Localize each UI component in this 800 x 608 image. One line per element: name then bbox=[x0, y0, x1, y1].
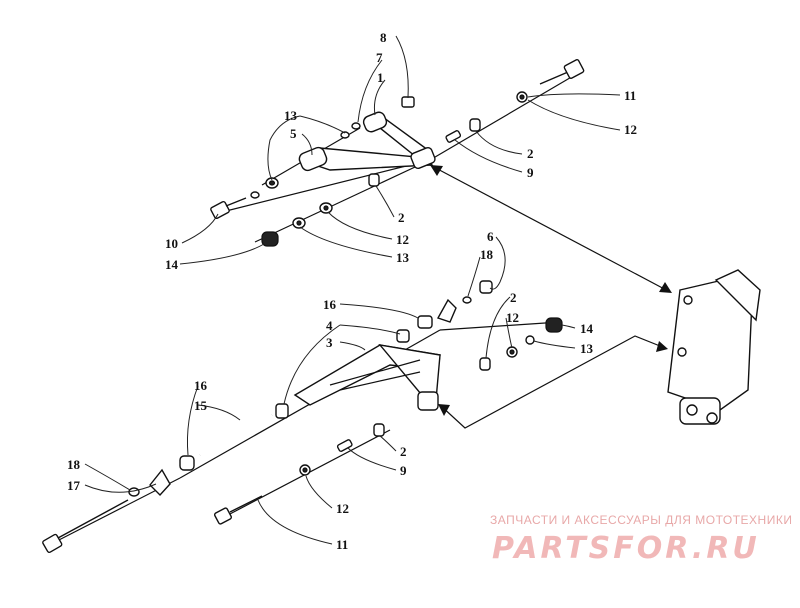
callout-10: 10 bbox=[165, 236, 178, 251]
callout-1: 1 bbox=[377, 70, 384, 85]
watermark: ЗАПЧАСТИ И АКСЕССУАРЫ ДЛЯ МОТОТЕХНИКИ PA… bbox=[490, 513, 792, 566]
callout-2-lower-right: 2 bbox=[510, 290, 517, 305]
callout-4: 4 bbox=[326, 318, 333, 333]
callout-5: 5 bbox=[290, 126, 297, 141]
callout-7: 7 bbox=[376, 50, 383, 65]
bolt-11-lower bbox=[214, 495, 263, 525]
callout-14-lower: 14 bbox=[580, 321, 594, 336]
callout-6: 6 bbox=[487, 229, 494, 244]
callout-18-upper: 18 bbox=[480, 247, 494, 262]
lower-a-arm bbox=[293, 343, 441, 411]
callout-12-lower: 12 bbox=[336, 501, 349, 516]
callout-13-lower: 13 bbox=[580, 341, 594, 356]
watermark-tagline: ЗАПЧАСТИ И АКСЕССУАРЫ ДЛЯ МОТОТЕХНИКИ bbox=[490, 513, 792, 527]
callout-13-upper-left: 13 bbox=[396, 250, 410, 265]
callout-16-upper: 16 bbox=[323, 297, 337, 312]
callout-11-upper: 11 bbox=[624, 88, 636, 103]
frame-bracket bbox=[667, 269, 761, 425]
callout-17: 17 bbox=[67, 478, 81, 493]
callout-12-lower-right: 12 bbox=[506, 310, 519, 325]
leader-lines bbox=[84, 35, 621, 545]
callout-2-lower: 2 bbox=[400, 444, 407, 459]
callout-13-upper: 13 bbox=[284, 108, 298, 123]
assembly-arrows bbox=[429, 164, 672, 429]
upper-a-arm-assembly bbox=[210, 59, 585, 247]
callout-12-upper-left: 12 bbox=[396, 232, 409, 247]
callout-9-upper: 9 bbox=[527, 165, 534, 180]
watermark-logo: PARTSFOR.RU bbox=[492, 531, 760, 566]
callout-11-lower: 11 bbox=[336, 537, 348, 552]
callout-18-lower: 18 bbox=[67, 457, 81, 472]
callout-15: 15 bbox=[194, 398, 208, 413]
callout-14-upper: 14 bbox=[165, 257, 179, 272]
callout-2-upper-left: 2 bbox=[398, 210, 405, 225]
callout-12-upper-right: 12 bbox=[624, 122, 637, 137]
callout-3: 3 bbox=[326, 335, 333, 350]
callout-labels: 8 7 1 11 12 13 5 2 9 10 2 12 14 13 6 18 … bbox=[67, 30, 637, 552]
callout-8: 8 bbox=[380, 30, 387, 45]
bolt-10 bbox=[210, 197, 247, 220]
bolt-17 bbox=[42, 499, 129, 554]
bolt-11-upper bbox=[539, 59, 585, 85]
callout-9-lower: 9 bbox=[400, 463, 407, 478]
callout-2-upper-right: 2 bbox=[527, 146, 534, 161]
upper-a-arm bbox=[298, 111, 436, 172]
callout-16-lower: 16 bbox=[194, 378, 208, 393]
